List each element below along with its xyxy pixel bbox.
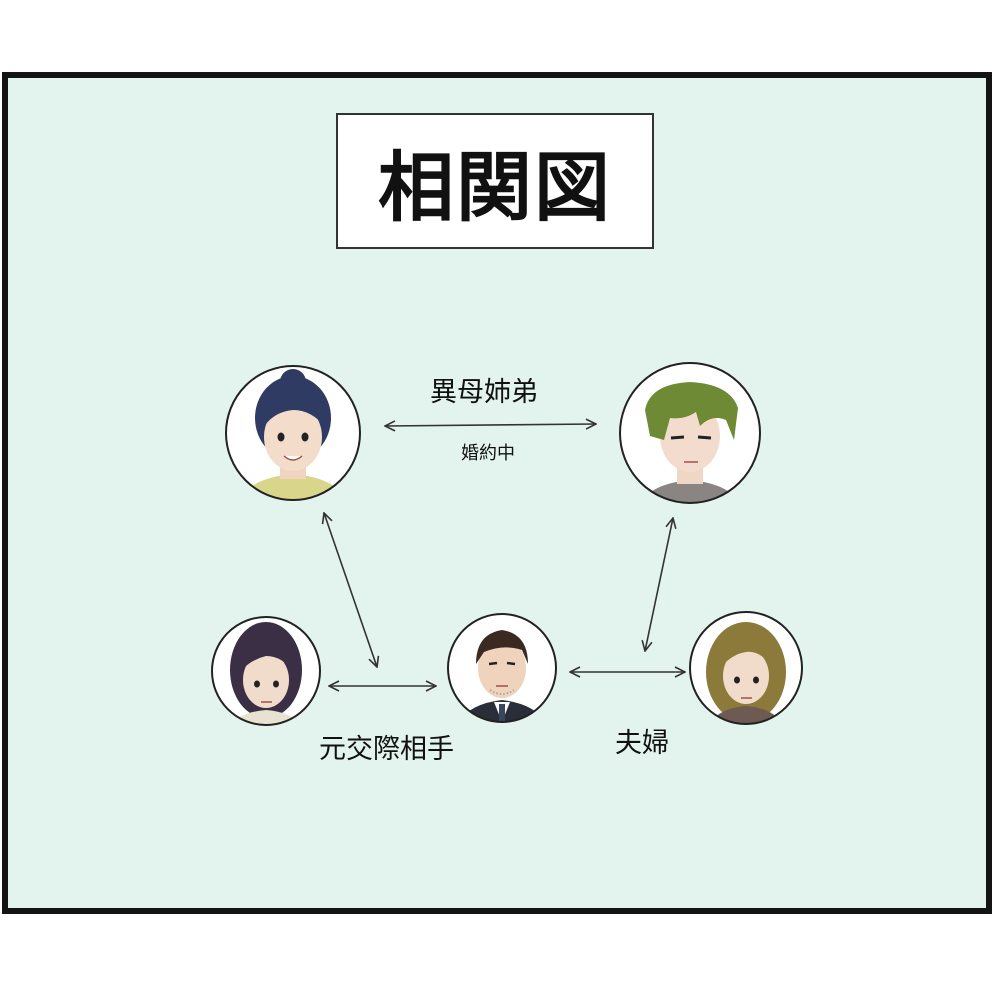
label-married: 夫婦 bbox=[615, 728, 669, 759]
person-woman-dark-hair bbox=[211, 616, 321, 726]
arrow-man-green-to-wife bbox=[645, 518, 673, 651]
label-ex-partner: 元交際相手 bbox=[319, 734, 454, 765]
person-woman-olive-hair bbox=[689, 611, 803, 725]
title-box: 相関図 bbox=[336, 113, 654, 249]
label-half-siblings: 異母姉弟 bbox=[430, 377, 538, 408]
person-man-green-hair bbox=[619, 362, 761, 504]
arrow-half-siblings bbox=[385, 424, 596, 426]
diagram-title: 相関図 bbox=[378, 143, 612, 232]
label-engaged: 婚約中 bbox=[461, 443, 515, 464]
arrow-woman-to-man-suit bbox=[324, 513, 377, 667]
person-woman-blue-hair bbox=[225, 365, 361, 501]
person-man-suit bbox=[447, 613, 557, 723]
